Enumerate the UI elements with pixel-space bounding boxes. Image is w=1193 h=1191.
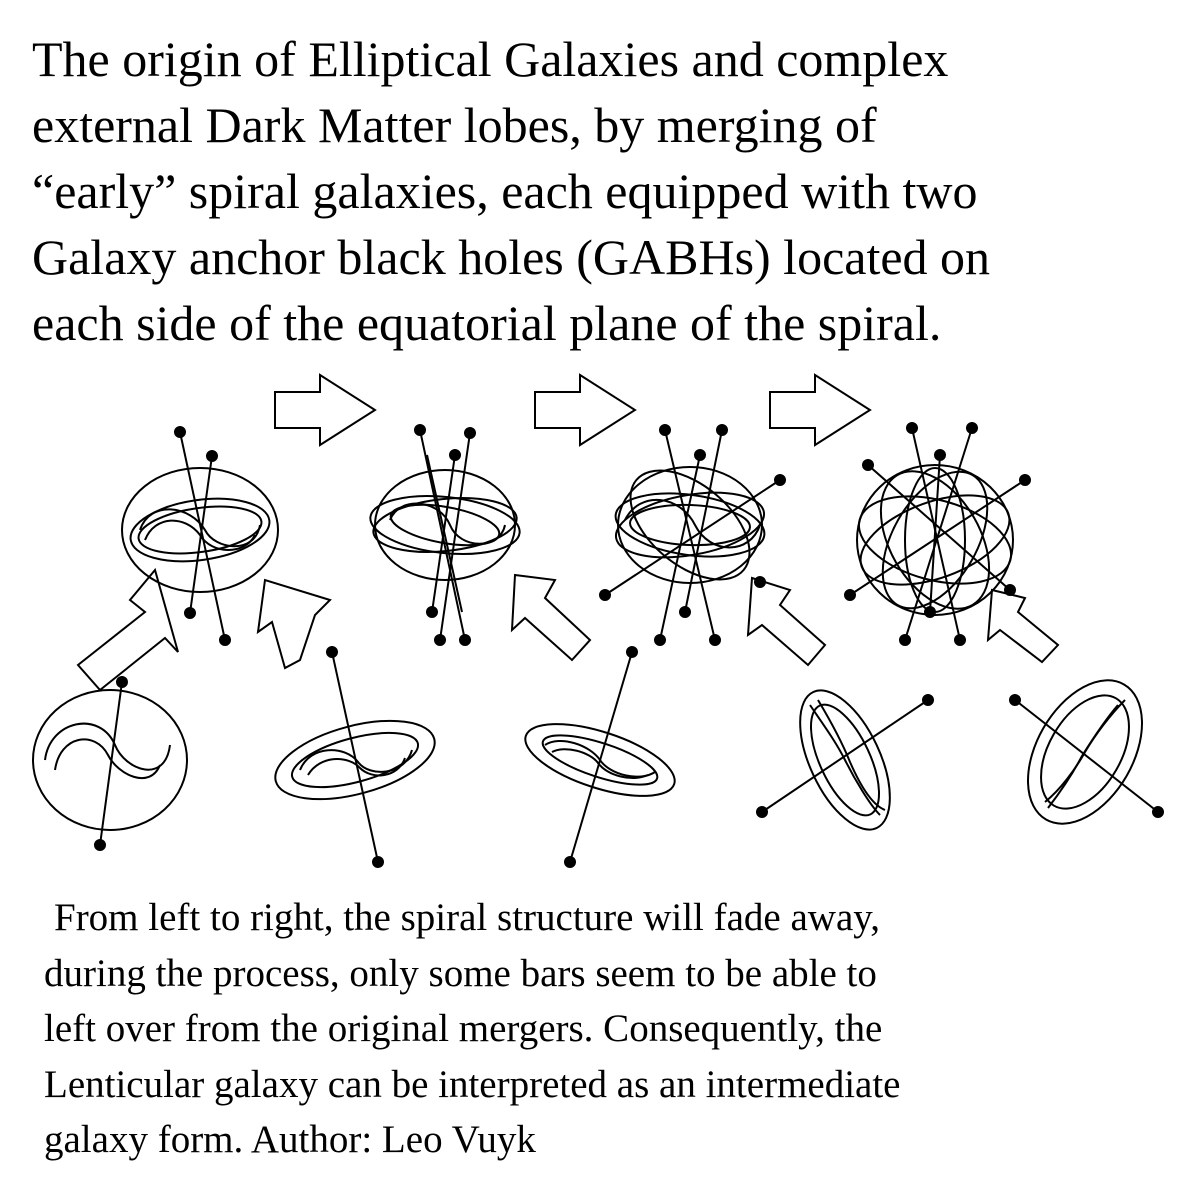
merger-stage-2 — [369, 424, 592, 662]
incoming-arrow-stage-3 — [746, 576, 827, 667]
caption-line-3: left over from the original mergers. Con… — [44, 1007, 883, 1050]
merger-stage-1 — [76, 426, 332, 692]
title-line-3: “early” spiral galaxies, each equipped w… — [32, 163, 978, 219]
title-line-1: The origin of Elliptical Galaxies and co… — [32, 31, 949, 87]
title-line-5: each side of the equatorial plane of the… — [32, 295, 942, 351]
caption-line-4: Lenticular galaxy can be interpreted as … — [44, 1062, 901, 1106]
caption-line-1: From left to right, the spiral structure… — [54, 896, 880, 939]
spiral-galaxy-3 — [524, 646, 676, 868]
progression-arrow-1 — [274, 373, 377, 447]
progression-arrow-2 — [534, 373, 637, 447]
incoming-arrow-stage-4 — [986, 588, 1060, 664]
title-line-4: Galaxy anchor black holes (GABHs) locate… — [32, 229, 991, 285]
merger-stage-3 — [599, 424, 827, 667]
diagram-title: The origin of Elliptical Galaxies and co… — [32, 26, 1182, 356]
title-line-2: external Dark Matter lobes, by merging o… — [32, 97, 877, 153]
progression-arrow-3 — [769, 373, 872, 447]
spiral-galaxy-1 — [32, 676, 188, 851]
incoming-arrow-left — [76, 567, 179, 692]
diagram-caption: From left to right, the spiral structure… — [44, 890, 1184, 1168]
incoming-arrow-right — [256, 578, 332, 670]
incoming-arrow-stage-2 — [510, 573, 592, 662]
spiral-galaxy-4 — [756, 689, 934, 831]
spiral-galaxy-5 — [1009, 679, 1164, 825]
caption-line-5: galaxy form. Author: Leo Vuyk — [44, 1118, 536, 1161]
caption-line-2: during the process, only some bars seem … — [44, 951, 877, 995]
merger-stage-4-elliptical — [844, 422, 1060, 664]
progression-arrows — [274, 373, 872, 447]
spiral-galaxy-2 — [274, 646, 436, 868]
